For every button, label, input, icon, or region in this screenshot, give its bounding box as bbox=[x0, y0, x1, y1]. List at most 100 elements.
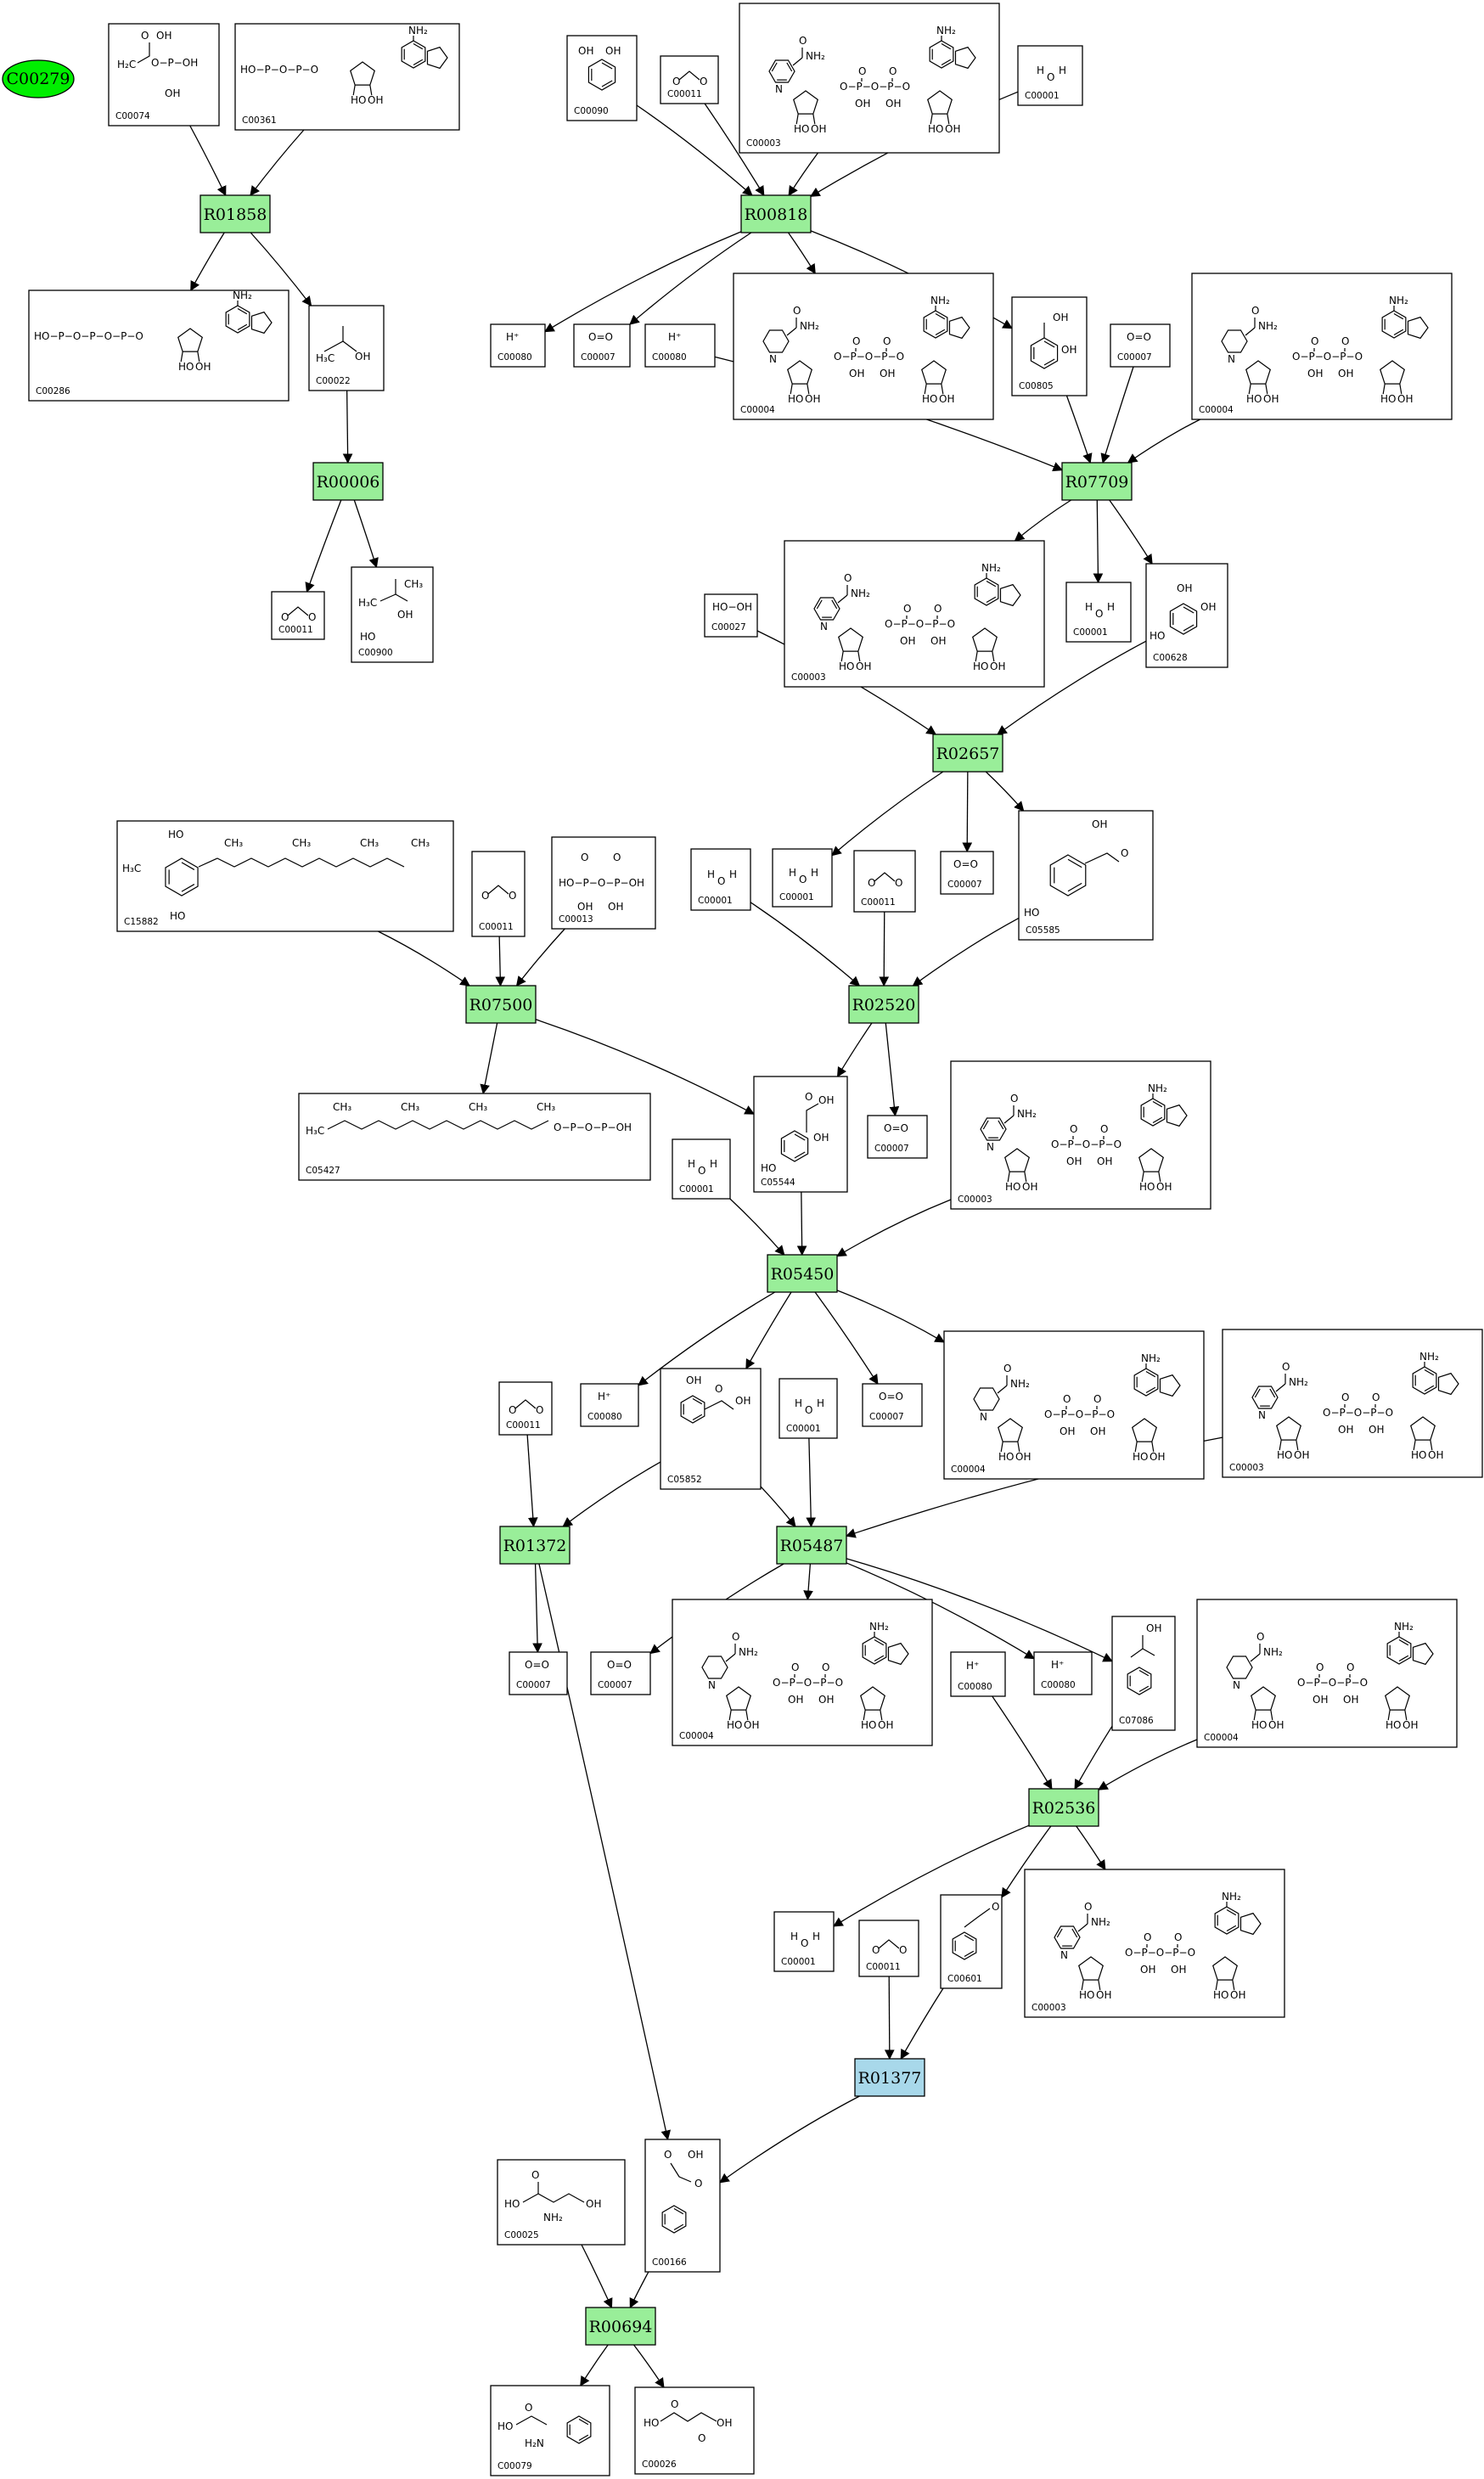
compound-box[interactable] bbox=[298, 1093, 651, 1181]
start-node[interactable]: C00279 bbox=[2, 59, 75, 98]
compound-box[interactable] bbox=[471, 851, 526, 937]
compound-box[interactable] bbox=[490, 2385, 610, 2476]
compound-box[interactable] bbox=[940, 851, 994, 895]
compound-node[interactable]: H⁺C00080 bbox=[1033, 1651, 1093, 1695]
compound-box[interactable] bbox=[644, 323, 716, 368]
reaction-node-r01372[interactable]: R01372 bbox=[499, 1526, 571, 1565]
compound-box[interactable] bbox=[573, 323, 631, 368]
compound-box[interactable] bbox=[1033, 1651, 1093, 1695]
compound-box[interactable] bbox=[1196, 1599, 1458, 1748]
compound-box[interactable] bbox=[779, 1378, 838, 1439]
reaction-node-r05450[interactable]: R05450 bbox=[767, 1254, 838, 1293]
compound-box[interactable] bbox=[940, 1894, 1003, 1989]
compound-box[interactable] bbox=[950, 1651, 1006, 1697]
compound-node[interactable]: H⁺C00080 bbox=[490, 323, 546, 368]
reaction-box[interactable] bbox=[767, 1254, 838, 1293]
reaction-box[interactable] bbox=[465, 985, 537, 1024]
compound-box[interactable] bbox=[672, 1138, 731, 1200]
compound-box[interactable] bbox=[690, 848, 751, 911]
compound-box[interactable] bbox=[660, 1368, 762, 1490]
reaction-box[interactable] bbox=[312, 462, 384, 501]
compound-box[interactable] bbox=[1110, 323, 1171, 368]
compound-box[interactable] bbox=[566, 35, 638, 121]
compound-box[interactable] bbox=[704, 593, 758, 638]
compound-box[interactable] bbox=[862, 1383, 923, 1427]
reaction-node-r07709[interactable]: R07709 bbox=[1061, 462, 1133, 501]
reaction-node-r07500[interactable]: R07500 bbox=[465, 985, 537, 1024]
compound-box[interactable] bbox=[772, 848, 833, 908]
reaction-box[interactable] bbox=[1028, 1788, 1099, 1827]
reaction-box[interactable] bbox=[1061, 462, 1133, 501]
reaction-node-r01858[interactable]: R01858 bbox=[200, 194, 271, 233]
start-node-ellipse[interactable] bbox=[2, 59, 75, 98]
compound-box[interactable] bbox=[590, 1651, 651, 1695]
compound-box[interactable] bbox=[351, 566, 434, 663]
reaction-node-r02536[interactable]: R02536 bbox=[1028, 1788, 1099, 1827]
reaction-box[interactable] bbox=[848, 985, 919, 1024]
reaction-box[interactable] bbox=[585, 2307, 656, 2346]
reaction-box[interactable] bbox=[499, 1526, 571, 1565]
compound-box[interactable] bbox=[634, 2386, 755, 2475]
compound-box[interactable] bbox=[853, 850, 916, 913]
compound-box[interactable] bbox=[733, 273, 994, 420]
reaction-box[interactable] bbox=[776, 1526, 847, 1565]
compound-node[interactable]: H⁺C00080 bbox=[950, 1651, 1006, 1697]
compound-box[interactable] bbox=[551, 836, 656, 930]
reaction-box[interactable] bbox=[200, 194, 271, 233]
compound-box[interactable] bbox=[784, 540, 1045, 688]
reaction-box[interactable] bbox=[740, 194, 812, 233]
reaction-node-r05487[interactable]: R05487 bbox=[776, 1526, 847, 1565]
compound-box[interactable] bbox=[739, 3, 1000, 154]
reaction-node-r01377[interactable]: R01377 bbox=[854, 2058, 925, 2097]
compound-box[interactable] bbox=[490, 323, 546, 368]
compound-box[interactable] bbox=[1222, 1329, 1483, 1478]
compound-box[interactable] bbox=[1065, 582, 1132, 643]
compound-box[interactable] bbox=[509, 1651, 568, 1695]
reaction-box[interactable] bbox=[854, 2058, 925, 2097]
compound-box[interactable] bbox=[580, 1383, 639, 1427]
reaction-node-r02657[interactable]: R02657 bbox=[932, 734, 1003, 773]
compound-box[interactable] bbox=[950, 1060, 1211, 1210]
compound-box[interactable] bbox=[28, 289, 289, 402]
compound-box[interactable] bbox=[943, 1330, 1205, 1480]
compound-box[interactable] bbox=[1011, 296, 1088, 396]
compound-box[interactable] bbox=[234, 23, 460, 131]
compound-box[interactable] bbox=[497, 2159, 626, 2246]
compound-box[interactable] bbox=[773, 1911, 835, 1972]
compound-box[interactable] bbox=[672, 1599, 933, 1746]
